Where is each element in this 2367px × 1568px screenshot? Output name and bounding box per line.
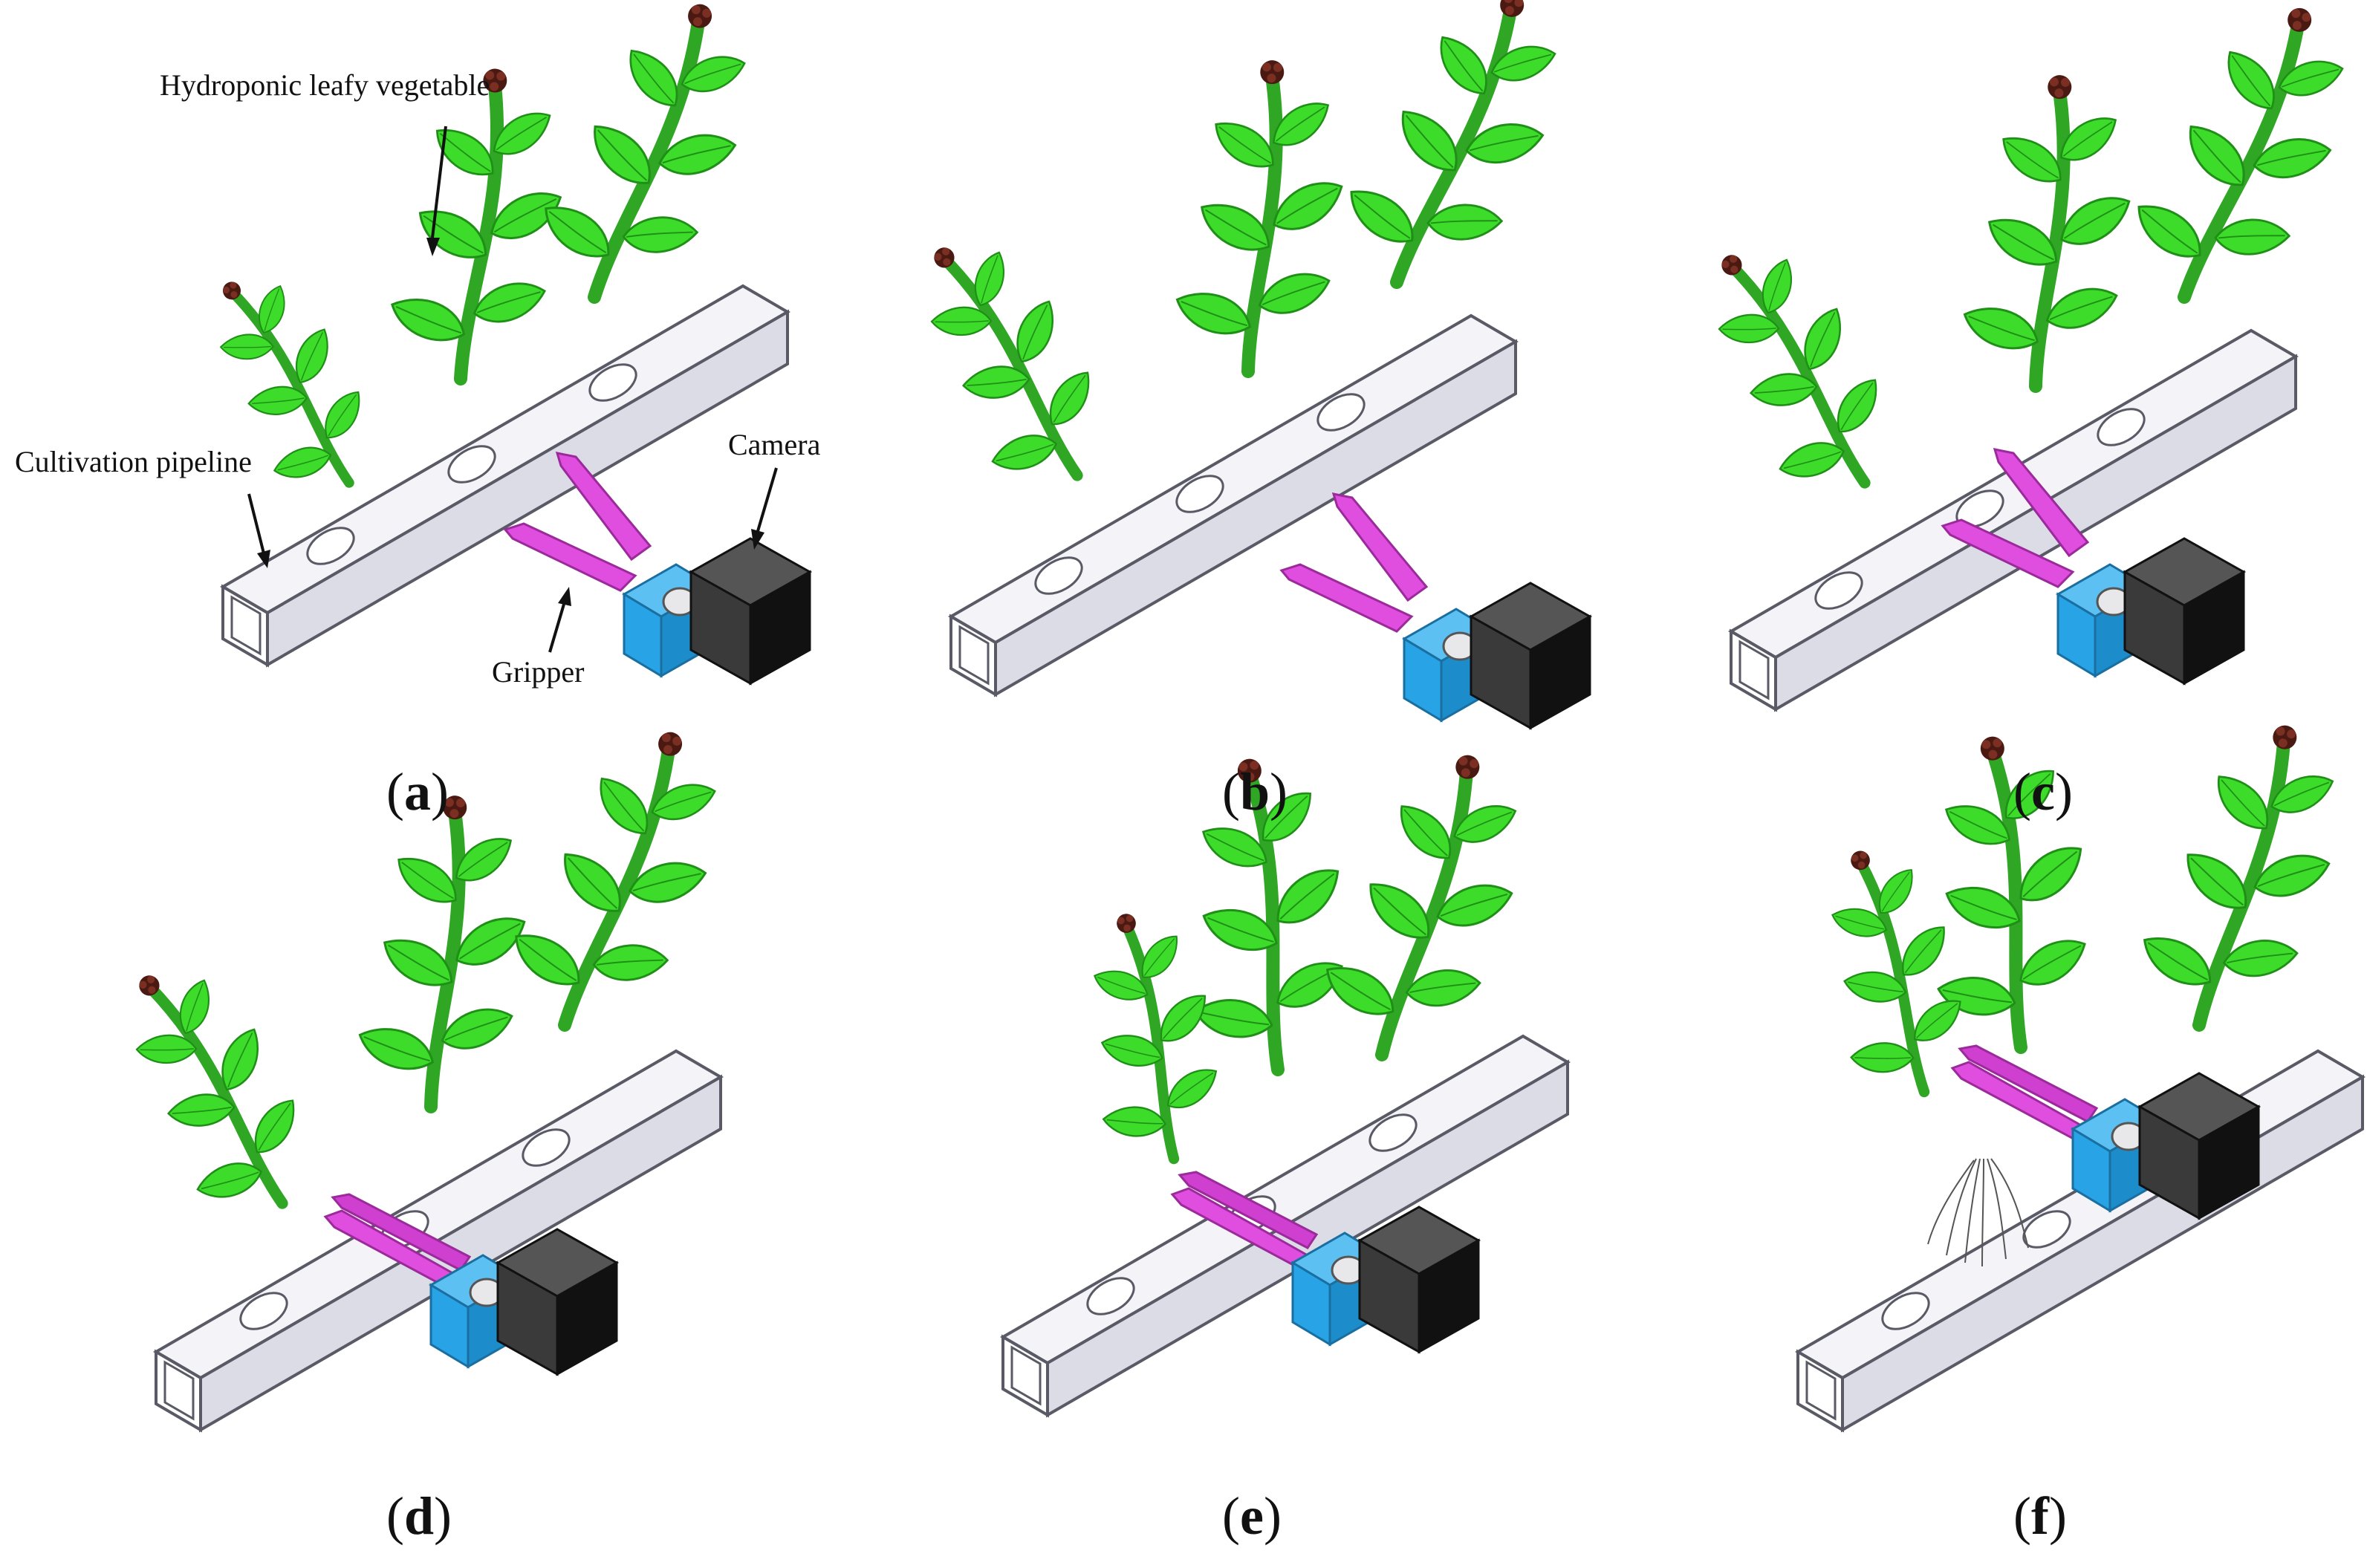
arrow-pipeline: [247, 493, 265, 554]
caption-b: (b): [1222, 762, 1288, 822]
panel-a: Hydroponic leafy vegetable Cultivation p…: [15, 0, 821, 689]
caption-d: (d): [386, 1486, 452, 1546]
arrow-camera: [756, 467, 778, 532]
label-camera: Camera: [728, 428, 821, 461]
arrowhead-vegetable: [426, 238, 440, 256]
label-gripper: Gripper: [492, 655, 584, 689]
arrow-gripper: [548, 601, 566, 653]
arrow-vegetable: [431, 126, 447, 238]
caption-c: (c): [2013, 762, 2073, 822]
panel-e: [1001, 732, 1569, 1416]
arrowhead-camera: [751, 529, 764, 550]
arrowhead-pipeline: [257, 550, 270, 568]
panel-f: [1798, 703, 2367, 1431]
arrowhead-gripper: [558, 587, 571, 606]
caption-a: (a): [386, 762, 449, 822]
panel-c: [1671, 0, 2367, 711]
label-vegetable: Hydroponic leafy vegetable: [160, 68, 490, 102]
caption-f: (f): [2013, 1486, 2067, 1546]
caption-e: (e): [1222, 1486, 1282, 1546]
panel-b: [883, 0, 1601, 729]
roots: [1927, 1158, 2029, 1267]
label-pipeline: Cultivation pipeline: [15, 445, 252, 478]
